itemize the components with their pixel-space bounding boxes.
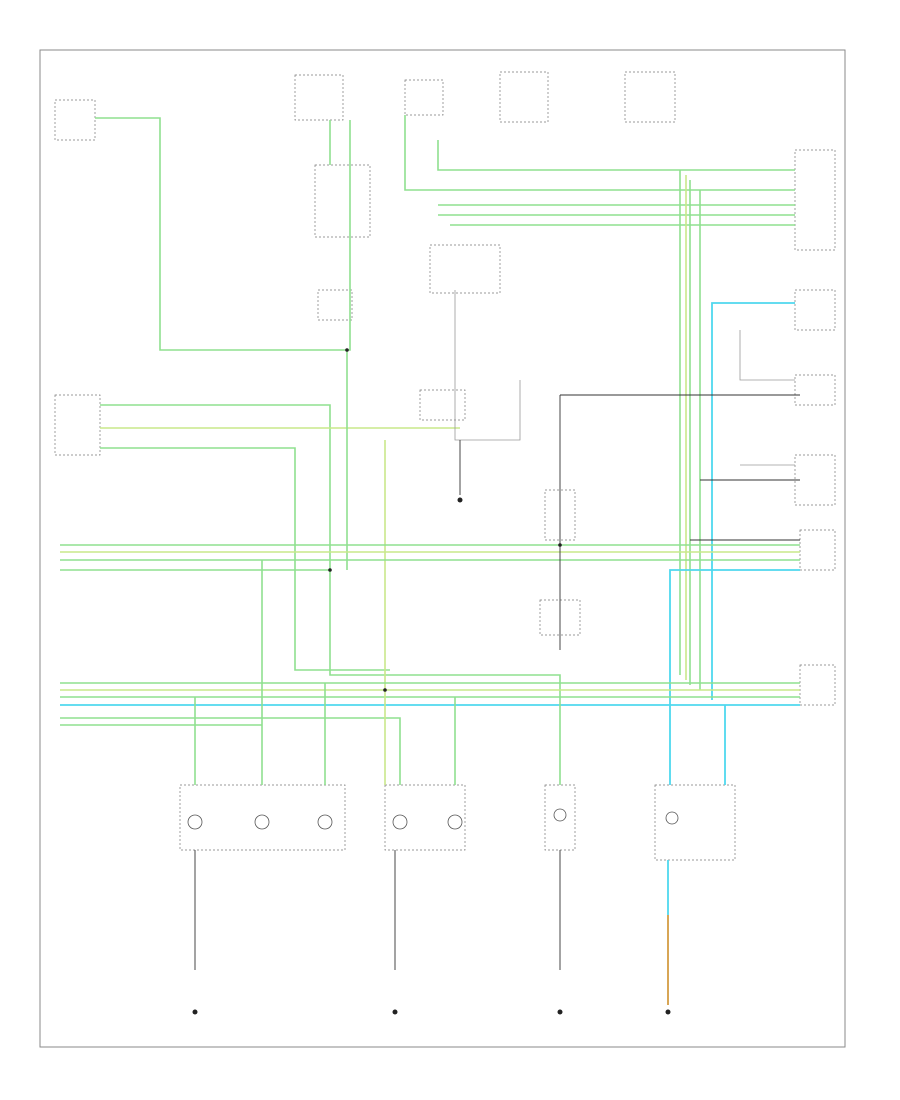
wire-top-middle-a — [404, 115, 795, 191]
bulb-stop-right — [447, 814, 463, 830]
fuse-box-top-right — [624, 71, 676, 123]
combination-switch-box — [429, 244, 501, 294]
power-control-module-box — [794, 149, 836, 251]
relay-box-left — [314, 164, 371, 238]
bulb-tail-left — [187, 814, 203, 830]
wire-ecm-feed — [95, 117, 351, 351]
bulb-high-mount — [665, 811, 679, 825]
splice-1 — [328, 568, 332, 572]
wire-gray-relay — [454, 290, 521, 441]
diagram-frame — [39, 49, 846, 1048]
splice-4 — [558, 543, 562, 547]
right-connector-box-2 — [794, 289, 836, 331]
wire-blue-right-top — [711, 302, 795, 700]
fuse-box-top-middle — [404, 79, 444, 116]
ground-symbol-mid — [457, 497, 463, 503]
right-connector-box-4 — [794, 454, 836, 506]
bulb-license — [553, 808, 567, 822]
bulb-tail-right — [392, 814, 408, 830]
splice-2 — [383, 688, 387, 692]
right-connector-box-5 — [799, 529, 836, 571]
stoplight-switch-box — [54, 394, 101, 456]
bus-low-4 — [60, 717, 401, 785]
high-mount-stop-lamp-assembly — [654, 784, 736, 861]
wire-stop-switch-3 — [100, 447, 390, 671]
wire-gray-right-1 — [739, 330, 795, 381]
fuse-box-top-left — [294, 74, 344, 121]
ground-symbol-center — [392, 1009, 398, 1015]
right-connector-box-3 — [794, 374, 836, 406]
ground-symbol-left — [192, 1009, 198, 1015]
brake-switch-box — [419, 389, 466, 421]
wire-blue-mid — [669, 569, 800, 785]
left-rear-lamp-assembly — [179, 784, 346, 851]
wire-top-middle-b — [437, 140, 795, 171]
ground-symbol-right — [557, 1009, 563, 1015]
right-rear-lamp-assembly — [384, 784, 466, 851]
splice-3 — [345, 348, 349, 352]
right-connector-box-6 — [799, 664, 836, 706]
fuse-box-top-center — [499, 71, 549, 123]
ground-symbol-orange — [665, 1009, 671, 1015]
ecm-connector-box — [54, 99, 96, 141]
bulb-stop-left — [254, 814, 270, 830]
bulb-turn-left — [317, 814, 333, 830]
wire-stop-switch-1 — [100, 404, 561, 785]
relay-box-left-lower — [317, 289, 353, 321]
